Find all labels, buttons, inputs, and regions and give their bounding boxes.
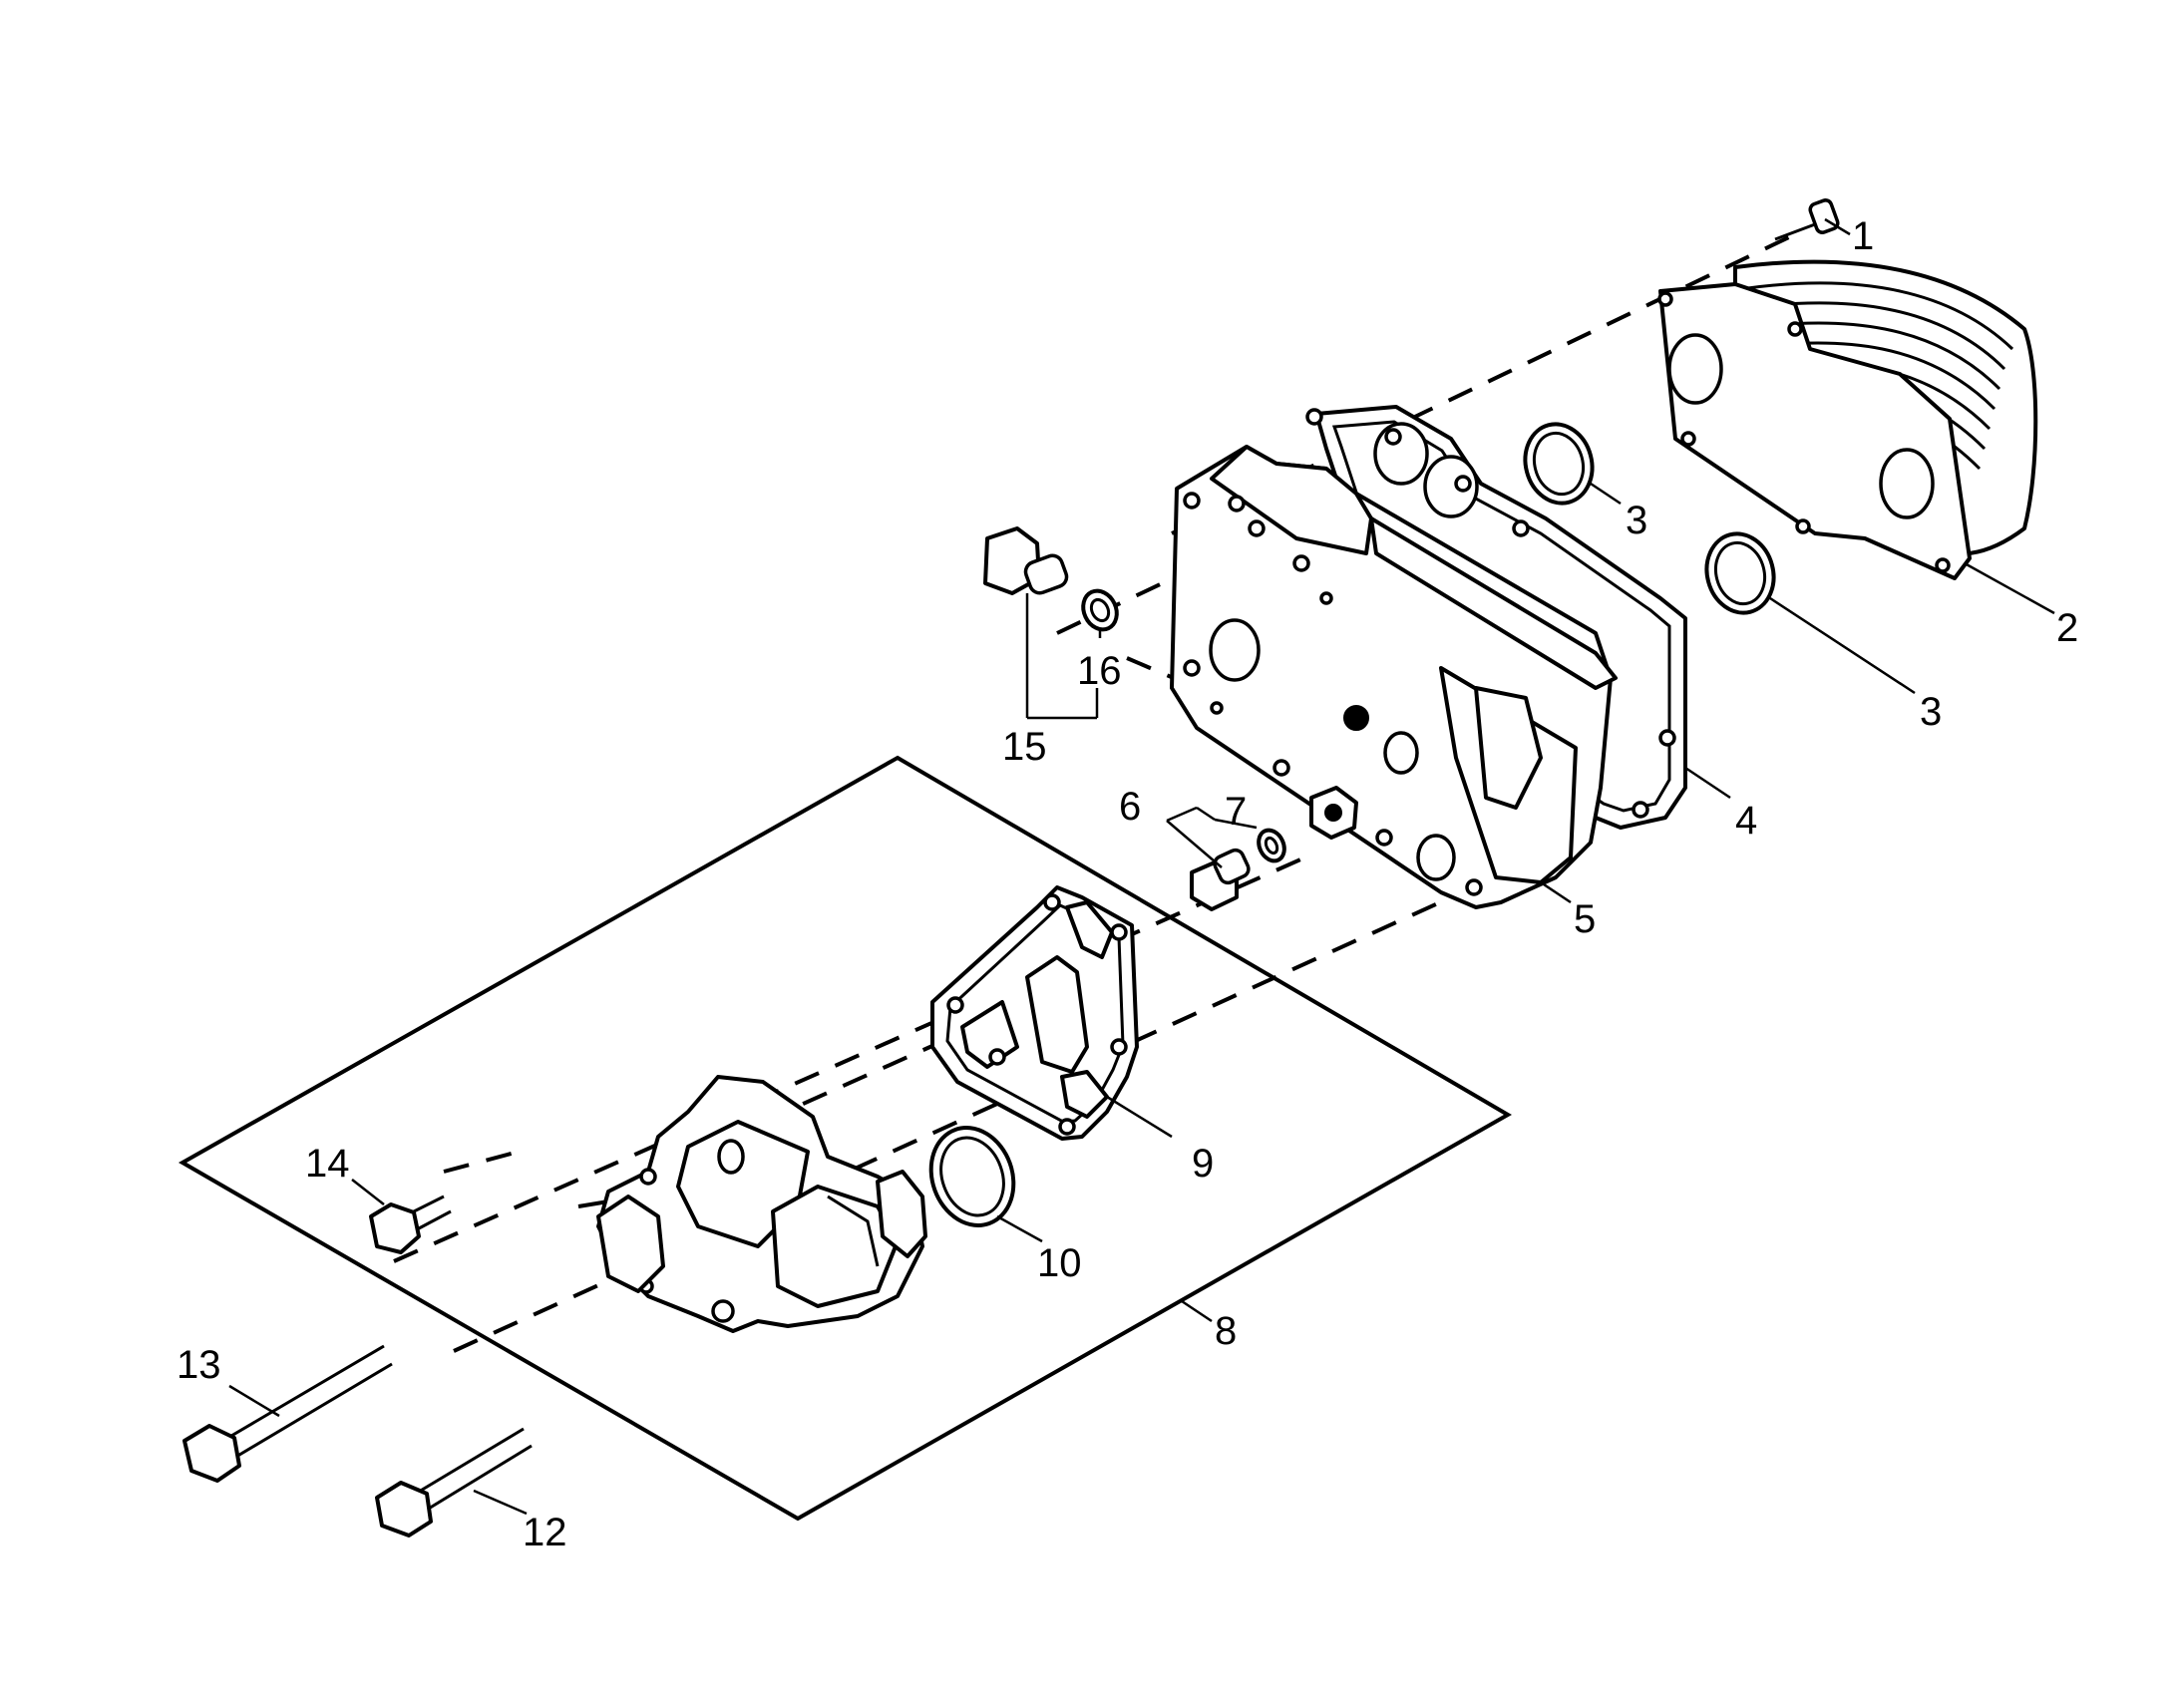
adapter-gasket-part-9 xyxy=(930,885,1139,1141)
o-ring-part-3-upper xyxy=(1523,422,1595,506)
callout-8: 8 xyxy=(1215,1309,1237,1353)
callout-6: 6 xyxy=(1119,785,1141,829)
callout-16: 16 xyxy=(1077,649,1122,693)
assembly-frame-8 xyxy=(178,755,1513,1522)
o-ring-part-3-lower xyxy=(1704,531,1776,615)
plug-part-15 xyxy=(983,526,1069,595)
plug-part-6 xyxy=(1190,848,1251,911)
washer-part-16 xyxy=(1081,588,1119,632)
callout-labels: 1 2 3 3 4 5 6 7 8 9 10 12 13 14 15 16 xyxy=(177,214,2078,1554)
filter-head-adapter xyxy=(596,1075,927,1333)
callout-3-lower: 3 xyxy=(1920,690,1942,734)
cooler-housing-part-5 xyxy=(1170,445,1618,909)
bolt-part-1 xyxy=(1774,198,1840,241)
callout-3-upper: 3 xyxy=(1626,499,1647,542)
oil-cooler-part-2 xyxy=(1657,259,2038,580)
callout-4: 4 xyxy=(1735,799,1757,843)
callout-1: 1 xyxy=(1852,214,1874,258)
callout-2: 2 xyxy=(2056,606,2078,650)
bolt-part-12 xyxy=(375,1427,533,1537)
callout-9: 9 xyxy=(1192,1142,1214,1186)
callout-13: 13 xyxy=(177,1343,221,1387)
callout-7: 7 xyxy=(1225,790,1247,834)
bolt-part-14 xyxy=(369,1195,452,1254)
o-ring-part-10 xyxy=(928,1126,1016,1227)
callout-12: 12 xyxy=(523,1511,567,1554)
callout-14: 14 xyxy=(305,1142,350,1186)
callout-5: 5 xyxy=(1574,897,1596,941)
bolt-part-13 xyxy=(182,1344,393,1483)
washer-part-7 xyxy=(1257,828,1286,863)
callout-10: 10 xyxy=(1037,1241,1082,1285)
callout-15: 15 xyxy=(1002,725,1047,769)
leader-lines xyxy=(228,217,2055,1516)
